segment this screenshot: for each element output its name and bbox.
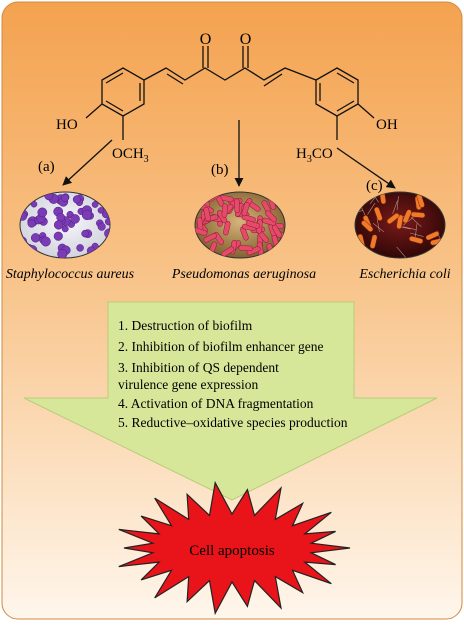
arrow-to-staphylococcus bbox=[62, 139, 113, 186]
apoptosis-burst bbox=[118, 480, 351, 616]
ketone-oxygen-left: O bbox=[200, 31, 212, 48]
rod-bacteria-icon bbox=[195, 192, 285, 258]
mechanism-item: virulence gene expression bbox=[118, 377, 258, 392]
arrow-to-ecoli bbox=[336, 147, 396, 189]
bacterium-name-a: Staphylococcus aureus bbox=[6, 267, 135, 282]
label-a: (a) bbox=[38, 159, 55, 175]
mechanism-item: 4. Activation of DNA fragmentation bbox=[118, 396, 314, 411]
methoxy-left-label: OCH3 bbox=[112, 146, 149, 165]
outcome-label: Cell apoptosis bbox=[189, 543, 275, 559]
hydroxyl-left-label: HO bbox=[56, 117, 78, 133]
mechanism-arrow bbox=[23, 301, 438, 501]
label-b: (b) bbox=[211, 162, 229, 178]
bacterium-name-b: Pseudomonas aeruginosa bbox=[171, 267, 316, 282]
mechanism-item: 1. Destruction of biofilm bbox=[118, 318, 253, 333]
hydroxyl-right-label: OH bbox=[376, 117, 398, 133]
mechanism-item: 5. Reductive–oxidative species productio… bbox=[118, 415, 348, 430]
mechanism-item: 2. Inhibition of biofilm enhancer gene bbox=[118, 339, 323, 354]
mechanism-list: 1. Destruction of biofilm 2. Inhibition … bbox=[118, 318, 348, 430]
bacterium-name-c: Escherichia coli bbox=[358, 267, 450, 282]
methoxy-right-label: H3CO bbox=[296, 146, 333, 165]
mechanism-item: 3. Inhibition of QS dependent bbox=[118, 360, 279, 375]
curcumin-structure bbox=[85, 46, 375, 140]
ketone-oxygen-right: O bbox=[240, 31, 252, 48]
label-c: (c) bbox=[366, 178, 383, 194]
